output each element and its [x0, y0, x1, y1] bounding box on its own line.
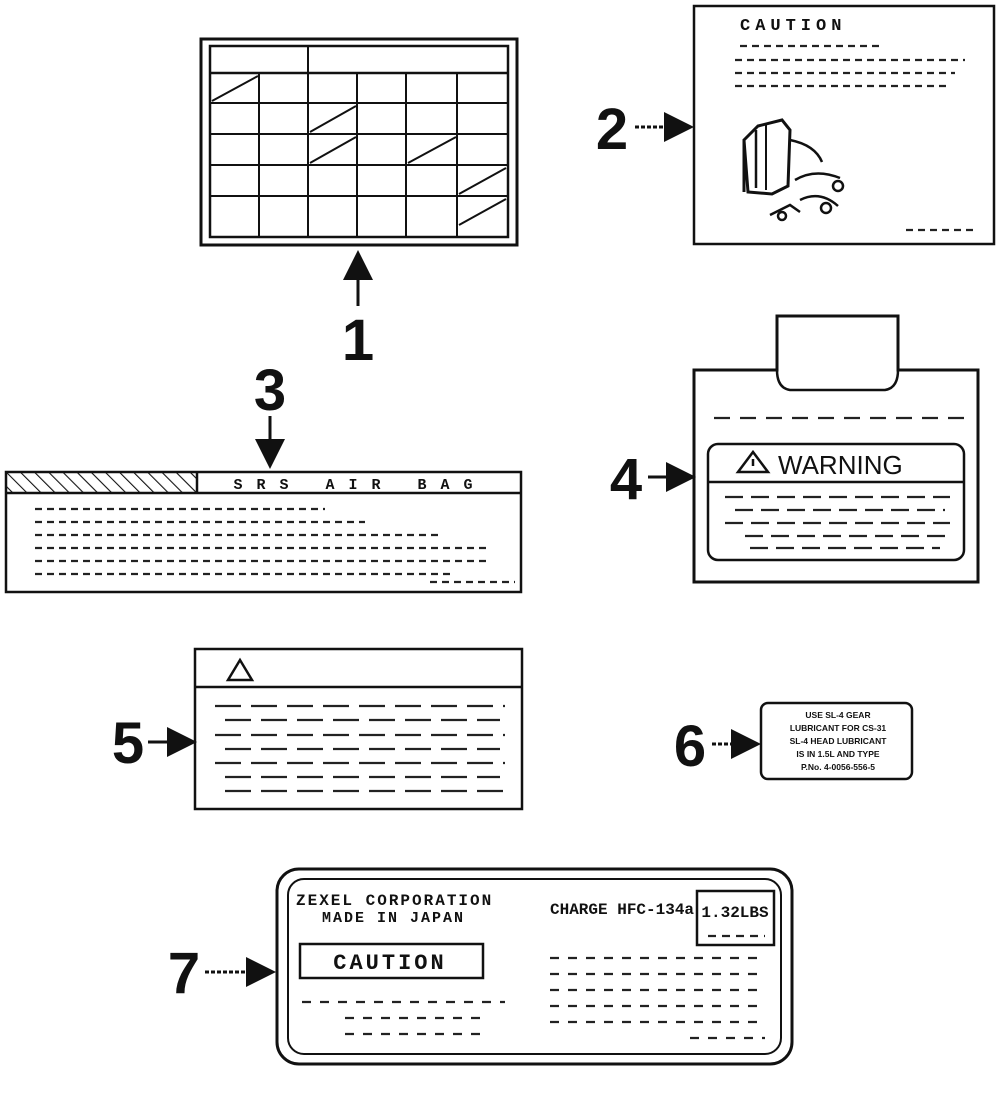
label-6-lubricant-label: USE SL-4 GEAR LUBRICANT FOR CS-31 SL-4 H…	[759, 701, 914, 781]
caution-box-text: CAUTION	[333, 951, 446, 976]
callout-7-number: 7	[168, 941, 200, 1006]
label-1-grid-chart	[199, 37, 519, 247]
callout-3-number: 3	[254, 358, 286, 423]
callout-5-number: 5	[112, 711, 144, 776]
label6-line-1: USE SL-4 GEAR	[805, 710, 870, 720]
zexel-name: ZEXEL CORPORATION	[296, 892, 493, 910]
triangle-icon	[225, 657, 255, 682]
callout-6: 6	[674, 714, 761, 779]
callout-2: 2	[596, 97, 694, 162]
label6-line-2: LUBRICANT FOR CS-31	[790, 723, 887, 733]
srs-airbag-title: SRS AIR BAG	[233, 477, 486, 494]
zexel-origin: MADE IN JAPAN	[322, 910, 465, 927]
callout-1-number: 1	[342, 308, 374, 373]
warning-triangle-icon	[735, 449, 771, 474]
charge-amount: 1.32LBS	[701, 904, 769, 922]
callout-6-number: 6	[674, 714, 706, 779]
callout-3: 3	[254, 358, 286, 469]
callout-5: 5	[112, 711, 197, 776]
callout-4-number: 4	[610, 447, 642, 512]
label-7-zexel-label: ZEXEL CORPORATION MADE IN JAPAN CHARGE H…	[275, 867, 794, 1066]
label-4-warning-tag: WARNING	[692, 314, 980, 584]
label-2-caution-card: CAUTION	[692, 4, 996, 246]
label6-line-5: P.No. 4-0056-556-5	[801, 762, 875, 772]
device-illustration	[742, 118, 845, 222]
label6-line-4: IS IN 1.5L AND TYPE	[796, 749, 879, 759]
warning-title: WARNING	[778, 450, 903, 480]
label-5-triangle-label	[193, 647, 524, 811]
label-3-srs-airbag: SRS AIR BAG	[4, 470, 523, 594]
charge-label: CHARGE HFC-134a	[550, 901, 694, 919]
callout-4: 4	[610, 447, 696, 512]
callout-7: 7	[168, 941, 276, 1006]
label6-line-3: SL-4 HEAD LUBRICANT	[790, 736, 888, 746]
caution-header: CAUTION	[740, 17, 846, 36]
callout-2-number: 2	[596, 97, 628, 162]
callout-1: 1	[342, 250, 374, 373]
